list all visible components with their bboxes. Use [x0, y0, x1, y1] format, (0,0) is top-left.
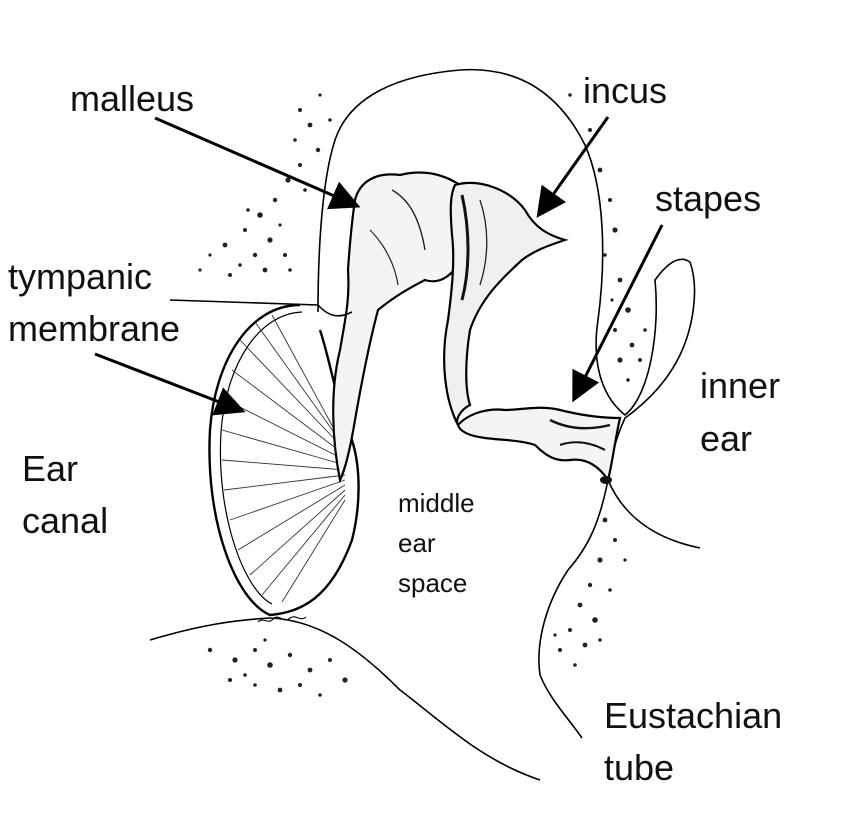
tympanic-membrane-shape	[208, 303, 360, 617]
label-middle-line1: middle	[398, 488, 475, 518]
label-tympanic-line2: membrane	[8, 308, 181, 349]
cavity-outline	[317, 68, 691, 417]
pointer-arrows	[94, 116, 664, 416]
malleus-arrow	[154, 116, 361, 210]
label-eustachian-line1: Eustachian	[604, 695, 783, 736]
tympanic-arrow	[94, 352, 246, 416]
label-tympanic-line1: tympanic	[8, 256, 153, 297]
label-malleus: malleus	[70, 78, 195, 119]
label-stapes: stapes	[655, 178, 762, 219]
label-eustachian-line2: tube	[604, 747, 675, 788]
inner-ear-outline	[607, 261, 701, 549]
label-middle-line2: ear	[398, 528, 436, 558]
bone-stipple	[198, 93, 647, 697]
incus-arrow	[536, 116, 610, 218]
label-inner-line1: inner	[700, 365, 781, 406]
incus-bone	[443, 181, 569, 426]
label-incus: incus	[583, 70, 668, 111]
lower-wall-contour	[149, 617, 541, 781]
label-middle-line3: space	[398, 568, 468, 598]
malleus-handle	[317, 304, 353, 317]
label-inner-line2: ear	[700, 418, 753, 459]
malleus-bone	[332, 171, 469, 484]
stapes-arrow	[572, 224, 664, 403]
stapes-bone	[456, 406, 622, 483]
artist-signature	[257, 616, 307, 623]
label-ear-canal-line1: Ear	[22, 448, 79, 489]
ossicle-chain	[332, 171, 622, 484]
label-ear-canal-line2: canal	[22, 500, 109, 541]
eustachian-wall-left	[538, 479, 609, 739]
